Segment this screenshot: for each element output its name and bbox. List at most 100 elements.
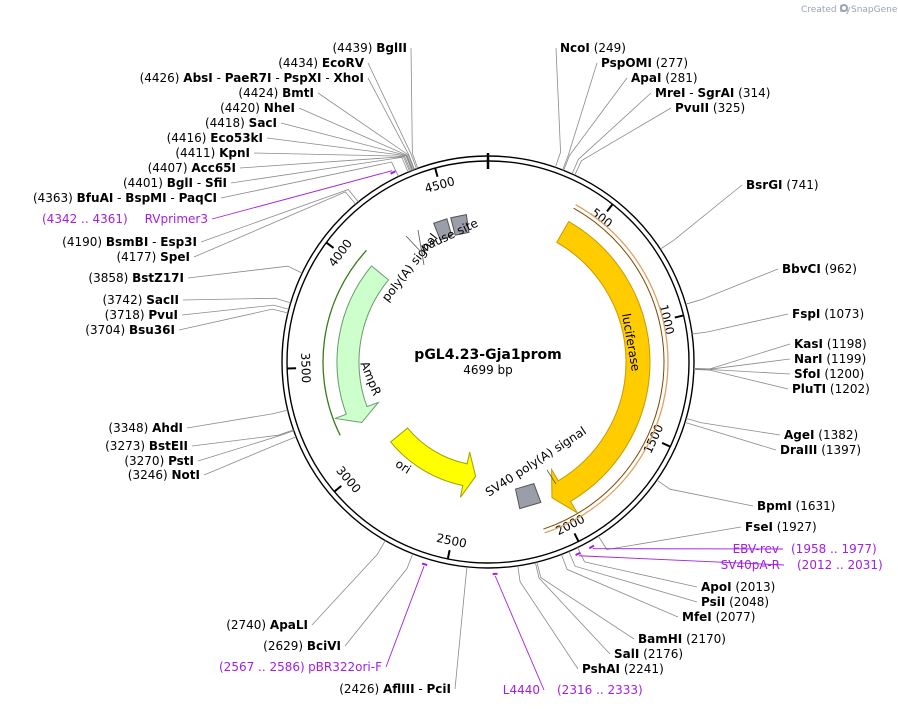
site-position: - <box>685 86 697 100</box>
site-label[interactable]: (3348) AhdI <box>108 421 183 435</box>
site-label[interactable]: FspI (1073) <box>792 307 864 321</box>
cut-site-line <box>193 191 356 258</box>
site-label[interactable]: NcoI (249) <box>560 41 626 55</box>
site-label[interactable]: MfeI (2077) <box>682 610 755 624</box>
site-label[interactable]: (3742) SacII <box>102 293 179 307</box>
site-label[interactable]: (3704) Bsu36I <box>85 323 175 337</box>
cut-site-line <box>686 417 781 436</box>
site-label[interactable]: BpmI (1631) <box>757 499 835 513</box>
enzyme-name: BstEII <box>149 439 188 453</box>
site-label[interactable]: (4439) BglII <box>333 41 408 55</box>
enzyme-name: NotI <box>172 468 201 482</box>
site-label[interactable]: (4416) Eco53kI <box>167 131 263 145</box>
enzyme-name: SfoI <box>794 367 821 381</box>
site-label[interactable]: SalI (2176) <box>614 647 683 661</box>
site-label[interactable]: BsrGI (741) <box>746 178 819 192</box>
site-label[interactable]: BbvCI (962) <box>782 262 857 276</box>
site-label[interactable]: SfoI (1200) <box>794 367 864 381</box>
primer-name[interactable]: pBR322ori-F <box>308 660 382 674</box>
enzyme-name: Bsu36I <box>129 323 175 337</box>
cut-site-line <box>191 429 294 447</box>
site-label[interactable]: FseI (1927) <box>745 520 817 534</box>
site-label[interactable]: (4407) Acc65I <box>148 161 236 175</box>
polya-signal-feature[interactable] <box>433 218 453 241</box>
site-label[interactable]: PsiI (2048) <box>701 595 769 609</box>
tick-mark <box>446 549 451 560</box>
cut-site-line <box>344 553 414 647</box>
site-label[interactable]: (4177) SpeI <box>116 250 190 264</box>
site-label[interactable]: (4418) SacI <box>205 116 277 130</box>
enzyme-name: BsrGI <box>746 178 783 192</box>
site-position: - <box>113 191 125 205</box>
enzyme-name: BfuAI <box>77 191 114 205</box>
site-label[interactable]: (2740) ApaLI <box>226 618 308 632</box>
site-label[interactable]: PvuII (325) <box>675 101 745 115</box>
site-label[interactable]: ApoI (2013) <box>701 580 775 594</box>
site-label[interactable]: (4411) KpnI <box>175 146 250 160</box>
site-position: (1631) <box>792 499 836 513</box>
site-label[interactable]: BamHI (2170) <box>638 632 726 646</box>
primer-name[interactable]: RVprimer3 <box>145 212 208 226</box>
site-label[interactable]: (4401) BglI - SfiI <box>123 176 227 190</box>
cut-site-line <box>577 547 698 588</box>
cut-site-line <box>181 304 289 316</box>
site-position: (281) <box>661 71 697 85</box>
cut-site-line <box>186 409 288 429</box>
site-label[interactable]: (3858) BstZ17I <box>88 271 184 285</box>
cut-site-line <box>230 156 409 184</box>
site-label[interactable]: (3718) PvuI <box>105 308 178 322</box>
site-label[interactable]: (4424) BmtI <box>238 86 314 100</box>
ori-feature[interactable] <box>389 427 477 498</box>
cut-site-line <box>561 554 679 618</box>
site-label[interactable]: AgeI (1382) <box>784 428 858 442</box>
luciferase-feature[interactable] <box>551 220 651 514</box>
site-label[interactable]: PspOMI (277) <box>601 56 688 70</box>
cut-site-line <box>562 62 598 171</box>
site-label[interactable]: (2426) AflIII - PciI <box>339 682 451 696</box>
cut-site-line <box>182 297 291 304</box>
site-label[interactable]: (4420) NheI <box>220 101 295 115</box>
enzyme-name: BamHI <box>638 632 682 646</box>
site-label[interactable]: ApaI (281) <box>631 71 698 85</box>
site-label[interactable]: KasI (1198) <box>794 337 867 351</box>
site-label[interactable]: (4426) AbsI - PaeR7I - PspXI - XhoI <box>140 71 364 85</box>
site-label[interactable]: (2629) BciVI <box>263 639 341 653</box>
site-label[interactable]: (3270) PstI <box>124 454 194 468</box>
cut-site-line <box>656 479 754 507</box>
enzyme-name: ApaI <box>631 71 661 85</box>
site-label[interactable]: (4363) BfuAI - BspMI - PaqCI <box>33 191 217 205</box>
primer-name[interactable]: L4440 <box>503 683 540 697</box>
ampr-feature[interactable] <box>334 265 390 424</box>
sv40-polya-feature[interactable] <box>514 483 542 510</box>
site-label[interactable]: DraIII (1397) <box>780 443 861 457</box>
site-label[interactable]: (3246) NotI <box>128 468 200 482</box>
site-label[interactable]: MreI - SgrAI (314) <box>655 86 770 100</box>
site-position: - <box>322 71 334 85</box>
primer-name[interactable]: EBV-rev <box>733 542 779 556</box>
cut-site-line <box>692 313 789 335</box>
site-label[interactable]: NarI (1199) <box>794 352 866 366</box>
tick-label: 4500 <box>423 174 456 196</box>
site-label[interactable]: PshAI (2241) <box>582 662 664 676</box>
enzyme-name: NarI <box>794 352 823 366</box>
site-position: (4418) <box>205 116 249 130</box>
enzyme-name: BbvCI <box>782 262 821 276</box>
enzyme-name: SacI <box>249 116 277 130</box>
primer-mark <box>390 170 396 175</box>
tick-mark <box>434 167 439 178</box>
site-position: (1073) <box>820 307 864 321</box>
site-label[interactable]: (4434) EcoRV <box>278 56 365 70</box>
cut-site-line <box>454 566 468 690</box>
site-label[interactable]: PluTI (1202) <box>792 382 870 396</box>
pause-site-feature[interactable] <box>450 213 470 236</box>
enzyme-name: SacII <box>146 293 179 307</box>
site-position: (249) <box>590 41 626 55</box>
site-position: (2629) <box>263 639 307 653</box>
site-label[interactable]: (4190) BsmBI - Esp3I <box>62 235 197 249</box>
primer-name[interactable]: SV40pA-R <box>721 558 780 572</box>
cut-site-line <box>178 308 289 331</box>
site-position: - <box>272 71 284 85</box>
site-position: (962) <box>821 262 857 276</box>
site-label[interactable]: (3273) BstEII <box>105 439 188 453</box>
